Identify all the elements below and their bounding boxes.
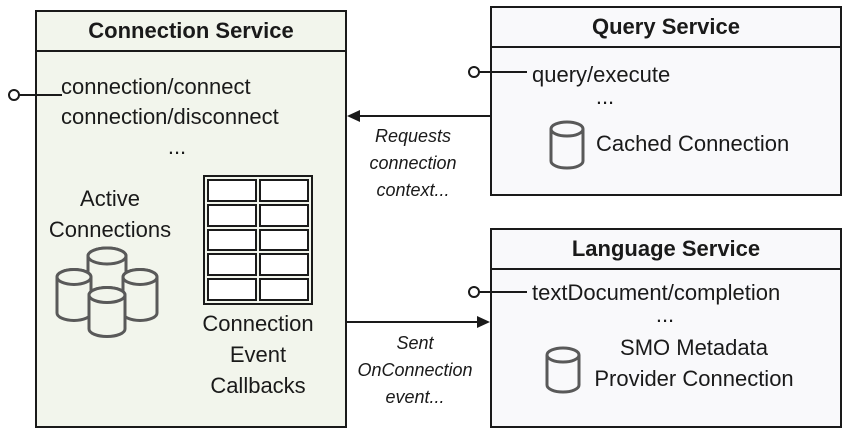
callbacks-table-cell [207,179,257,202]
callbacks-table [203,175,313,305]
database-cylinder-icon [549,120,585,170]
arrow-line [347,321,479,323]
query-service-box: Query Service query/execute ... Cached C… [490,6,842,196]
cached-connection-label: Cached Connection [596,131,790,156]
callbacks-table-cell [259,179,309,202]
connection-service-title: Connection Service [37,12,345,52]
callbacks-table-cell [259,253,309,277]
active-connections-label: Active Connections [48,186,172,242]
query-methods-ellipsis: ... [595,84,615,109]
method-connection-disconnect: connection/disconnect [61,104,279,129]
language-service-title: Language Service [492,230,840,270]
callbacks-table-cell [259,203,309,227]
callbacks-table-cell [207,203,257,227]
lollipop-stem [479,71,527,73]
arrowhead-left-icon [347,110,360,122]
lollipop-stem [19,94,62,96]
database-cylinder-icon [545,346,581,394]
database-cluster-icon [55,246,159,338]
sent-onconnection-event-label: Sent OnConnection event... [357,333,473,407]
callbacks-table-cell [259,278,309,301]
callbacks-table-cell [207,278,257,301]
lollipop-stem [479,291,527,293]
language-methods-ellipsis: ... [655,302,675,327]
arrow-line [356,115,490,117]
method-query-execute: query/execute [532,62,671,87]
callbacks-table-cell [207,253,257,277]
method-connection-connect: connection/connect [61,74,251,99]
smo-metadata-provider-connection-label: SMO Metadata Provider Connection [594,335,794,391]
callbacks-table-cell [207,228,257,252]
connection-methods-ellipsis: ... [167,134,187,159]
callbacks-table-cell [259,228,309,252]
language-service-box: Language Service textDocument/completion… [490,228,842,428]
connection-event-callbacks-label: Connection Event Callbacks [202,311,314,398]
connection-service-methods: connection/connect connection/disconnect… [61,72,293,162]
arrowhead-right-icon [477,316,490,328]
connection-service-box: Connection Service connection/connect co… [35,10,347,428]
query-service-title: Query Service [492,8,840,48]
method-textdocument-completion: textDocument/completion [532,280,781,305]
requests-connection-context-label: Requests connection context... [369,126,457,200]
